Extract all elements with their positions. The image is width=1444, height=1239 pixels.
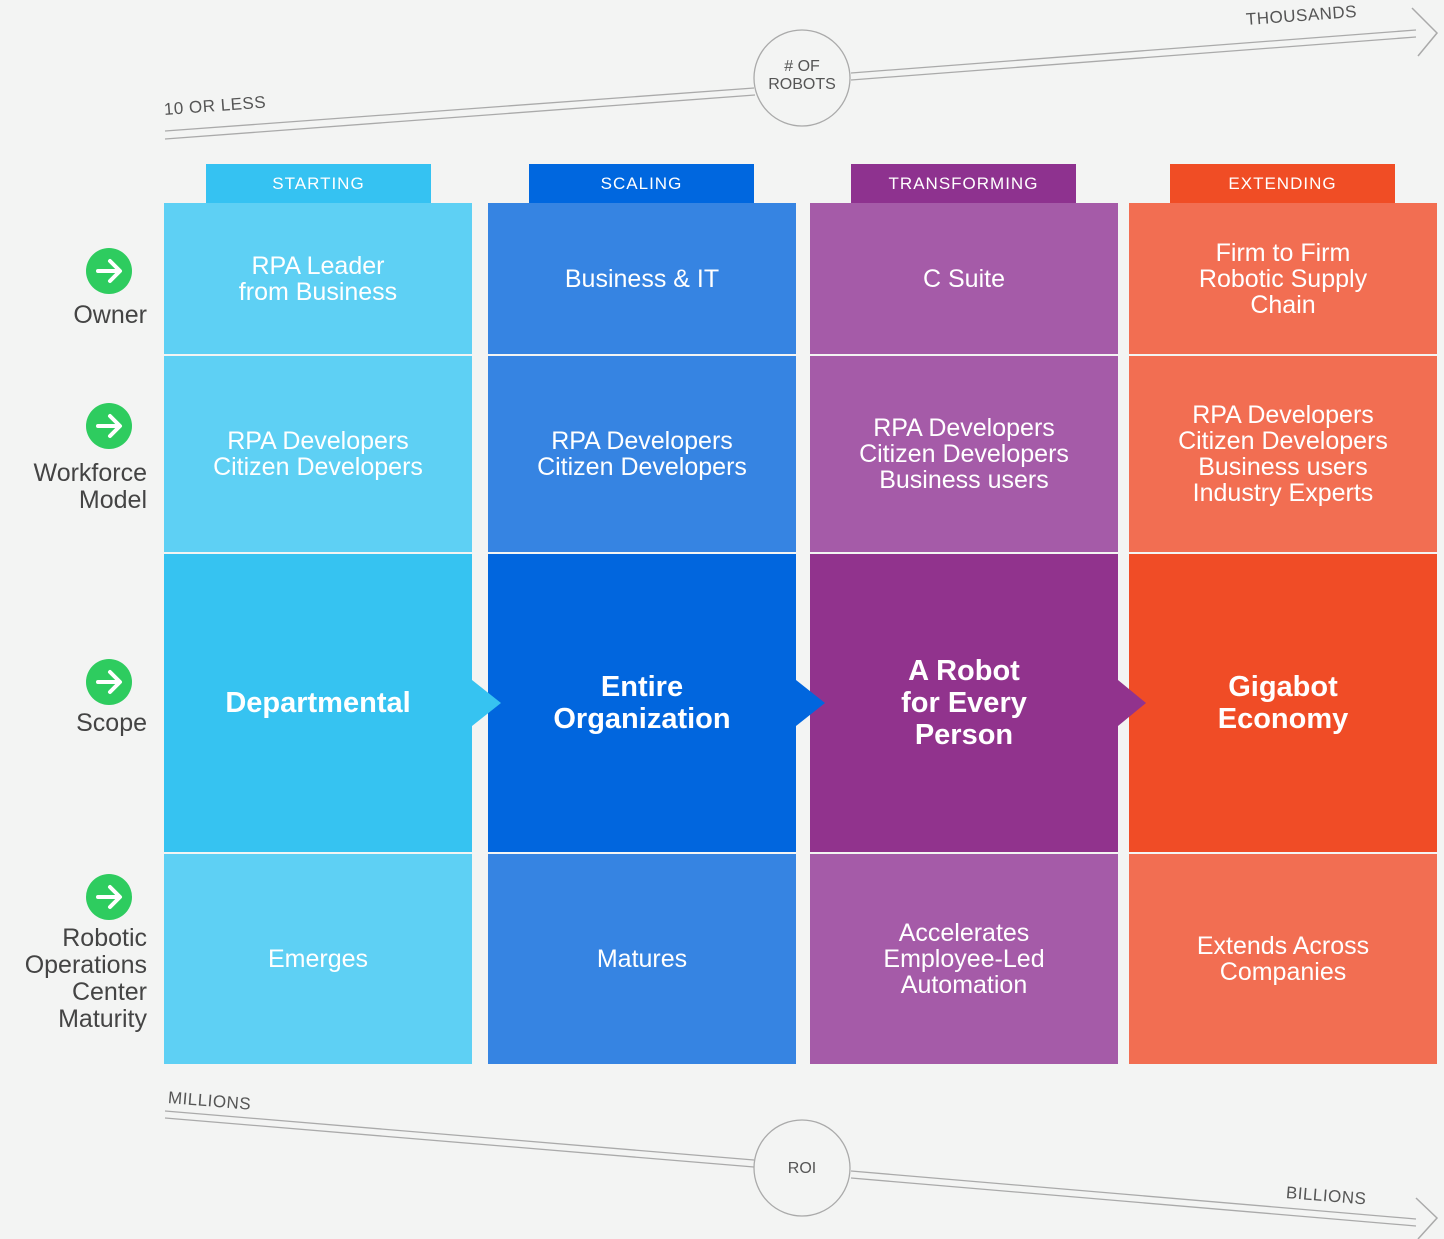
maturity-starting-cell: Emerges	[164, 854, 472, 1064]
owner-starting-cell: RPA Leader from Business	[164, 203, 472, 354]
scope-starting-cell: Departmental	[164, 554, 472, 852]
row-label-roc-maturity: Robotic Operations Center Maturity	[24, 924, 147, 1033]
stage-tab-extending: EXTENDING	[1170, 164, 1395, 203]
robots-arrowhead-icon	[1411, 7, 1439, 57]
workforce-extending-cell: RPA Developers Citizen Developers Busine…	[1129, 356, 1437, 552]
scope-extending-cell: Gigabot Economy	[1129, 554, 1437, 852]
row-label-owner: Owner	[73, 301, 147, 329]
stage-tab-transforming: TRANSFORMING	[851, 164, 1076, 203]
scope-scaling-cell: Entire Organization	[488, 554, 796, 852]
row-label-workforce-model: Workforce Model	[33, 459, 147, 514]
owner-scaling-cell: Business & IT	[488, 203, 796, 354]
owner-transforming-cell: C Suite	[810, 203, 1118, 354]
stage-tab-starting: STARTING	[206, 164, 431, 203]
arrow-right-icon	[86, 874, 132, 920]
maturity-scaling-cell: Matures	[488, 854, 796, 1064]
maturity-extending-cell: Extends Across Companies	[1129, 854, 1437, 1064]
chevron-right-icon	[1118, 680, 1146, 726]
arrow-right-icon	[86, 403, 132, 449]
roi-circle-label: ROI	[787, 1160, 817, 1177]
chevron-right-icon	[796, 680, 825, 726]
maturity-transforming-cell: Accelerates Employee-Led Automation	[810, 854, 1118, 1064]
workforce-transforming-cell: RPA Developers Citizen Developers Busine…	[810, 356, 1118, 552]
robots-circle-label: # OF ROBOTS	[768, 58, 836, 93]
arrow-right-icon	[86, 248, 132, 294]
row-label-scope: Scope	[76, 709, 147, 737]
arrow-right-icon	[86, 659, 132, 705]
roi-arrowhead-icon	[1415, 1197, 1439, 1239]
workforce-starting-cell: RPA Developers Citizen Developers	[164, 356, 472, 552]
chevron-right-icon	[472, 680, 501, 726]
stage-tab-scaling: SCALING	[529, 164, 754, 203]
workforce-scaling-cell: RPA Developers Citizen Developers	[488, 356, 796, 552]
scope-transforming-cell: A Robot for Every Person	[810, 554, 1118, 852]
owner-extending-cell: Firm to Firm Robotic Supply Chain	[1129, 203, 1437, 354]
